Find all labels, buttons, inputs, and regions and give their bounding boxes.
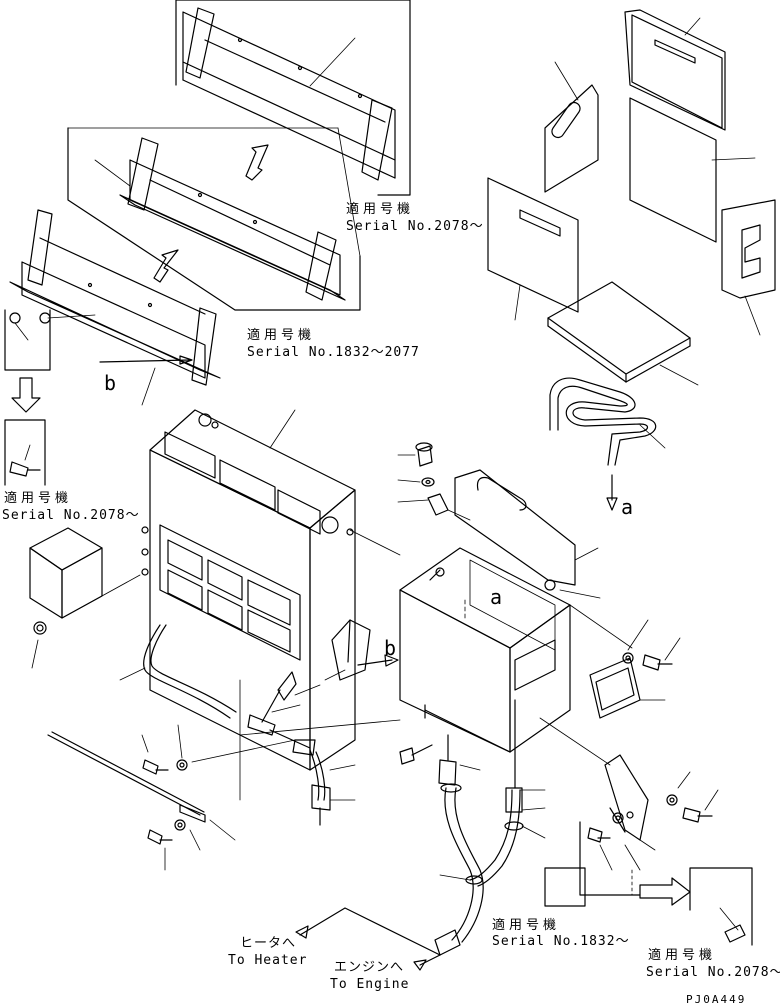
figure-code: PJ0A449	[686, 993, 747, 1006]
engine-hoses	[399, 699, 586, 956]
replacement-screw-box	[4, 419, 46, 486]
note-2-serial: Serial No.1832～2077	[247, 345, 420, 360]
top-insulation-panels	[487, 9, 776, 386]
note-2-jp: 適用号機	[247, 328, 316, 343]
lower-duct-panel	[9, 209, 221, 406]
serial-bracket-detail	[579, 821, 753, 946]
note-4-serial: Serial No.1832～	[492, 934, 630, 949]
lid-fasteners	[397, 442, 471, 521]
note-1-jp: 適用号機	[346, 202, 415, 217]
note-3-jp: 適用号機	[4, 491, 73, 506]
heater-core-coil	[549, 377, 666, 511]
upper-duct-panel	[175, 0, 411, 196]
air-outlet-duct	[324, 619, 399, 681]
filter-box-bolts	[559, 589, 681, 671]
screw-detail-box	[4, 309, 193, 371]
mounting-bracket	[539, 717, 719, 871]
note-1-serial: Serial No.2078～	[346, 219, 484, 234]
marker-b-right: b	[384, 636, 397, 660]
marker-b-left: b	[104, 371, 117, 395]
heater-destination-en: To Heater	[228, 953, 308, 968]
heater-destination-jp: ヒータへ	[240, 936, 297, 951]
louver-grille	[589, 657, 666, 719]
water-valve	[239, 671, 401, 826]
filter-box	[349, 529, 571, 753]
heater-unit	[141, 409, 356, 801]
marker-a-top: a	[621, 495, 634, 519]
down-arrow	[11, 377, 41, 413]
note-4-jp: 適用号機	[492, 918, 561, 933]
note-5-serial: Serial No.2078～	[646, 965, 780, 980]
tie-rod	[47, 731, 236, 841]
note-5-jp: 適用号機	[648, 948, 717, 963]
engine-destination-en: To Engine	[330, 977, 410, 992]
heater-hose	[119, 624, 237, 719]
engine-destination-jp: エンジンへ	[334, 960, 405, 975]
note-3-serial: Serial No.2078～	[2, 508, 140, 523]
side-cover	[29, 527, 141, 669]
marker-a-mid: a	[490, 585, 503, 609]
middle-duct-panel	[67, 127, 361, 311]
filter-box-lid	[454, 469, 599, 586]
upgrade-arrow-2	[153, 249, 179, 283]
upgrade-arrow-1	[245, 144, 269, 181]
destination-leaders	[295, 907, 441, 971]
bolts-washers	[141, 724, 296, 871]
